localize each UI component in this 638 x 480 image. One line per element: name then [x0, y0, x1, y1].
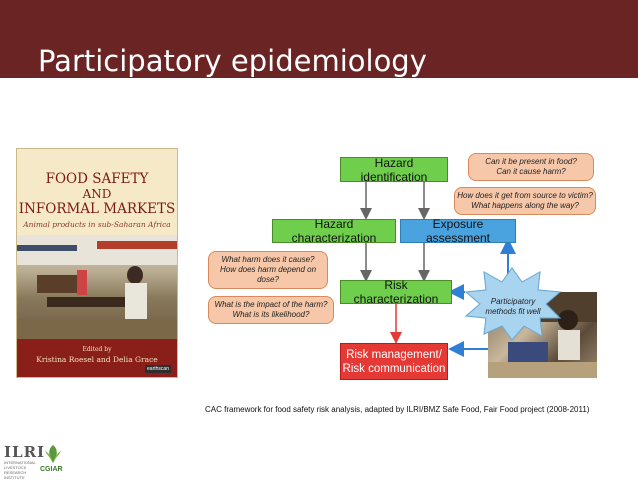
slide-title: Participatory epidemiology: [38, 44, 427, 78]
book-edited-by: Edited by: [82, 346, 112, 353]
publisher-logo: earthscan: [145, 365, 171, 373]
callout-source-to-victim: How does it get from source to victim? W…: [454, 187, 596, 215]
market-scene-illustration: [17, 235, 177, 339]
risk-management-box: Risk management/ Risk communication: [340, 343, 448, 380]
ilri-logo-subtext: INTERNATIONAL LIVESTOCK RESEARCH INSTITU…: [4, 460, 36, 480]
book-title-line1: FOOD SAFETY: [45, 171, 149, 187]
book-authors: Kristina Roesel and Delia Grace: [36, 355, 158, 364]
book-title-line3: INFORMAL MARKETS: [18, 201, 176, 217]
callout4-line2: What is its likelihood?: [232, 310, 310, 319]
figure-caption: CAC framework for food safety risk analy…: [205, 405, 590, 414]
callout1-line1: Can it be present in food?: [485, 157, 577, 166]
hazard-characterization-box: Hazard characterization: [272, 217, 396, 245]
callout-impact-likelihood: What is the impact of the harm? What is …: [208, 296, 334, 324]
callout1-line2: Can it cause harm?: [496, 167, 566, 176]
callout3-line3: dose?: [257, 275, 279, 284]
ilri-logo: ILRI: [4, 443, 46, 461]
participatory-burst-text: Participatory methods fit well: [478, 297, 548, 317]
book-market-photo: [17, 235, 177, 339]
callout3-line2: How does harm depend on: [219, 265, 317, 274]
callout4-line1: What is the impact of the harm?: [214, 300, 328, 309]
burst-line2: methods fit well: [485, 307, 541, 316]
callout2-line2: What happens along the way?: [471, 201, 579, 210]
risk-management-line2: Risk communication: [342, 362, 446, 375]
cgiar-logo-text: CGIAR: [40, 466, 63, 473]
cgiar-leaf-icon: [45, 445, 61, 463]
exposure-assessment-box: Exposure assessment: [400, 217, 516, 245]
burst-line1: Participatory: [490, 297, 536, 306]
book-title-line2: AND: [82, 187, 112, 201]
callout3-line1: What harm does it cause?: [221, 255, 315, 264]
hazard-identification-box: Hazard identification: [340, 156, 448, 184]
risk-characterization-box: Risk characterization: [340, 278, 452, 306]
callout2-line1: How does it get from source to victim?: [457, 191, 593, 200]
book-cover-image: FOOD SAFETY AND INFORMAL MARKETS Animal …: [16, 148, 178, 378]
callout-present-in-food: Can it be present in food? Can it cause …: [468, 153, 594, 181]
callout-harm-caused: What harm does it cause? How does harm d…: [208, 251, 328, 289]
book-subtitle: Animal products in sub-Saharan Africa: [23, 220, 171, 229]
risk-management-line1: Risk management/: [346, 348, 442, 361]
slide-header-bar: [0, 0, 638, 78]
